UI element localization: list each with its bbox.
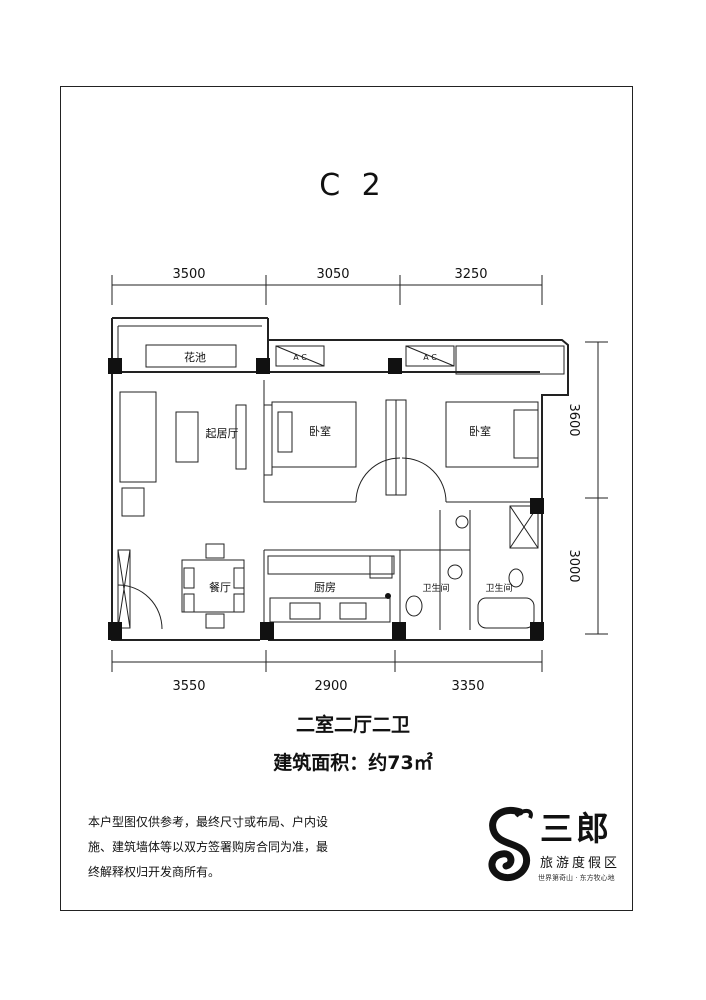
coffee-table	[175, 411, 199, 463]
room-label-dining: 餐厅	[209, 580, 231, 594]
planter-box	[145, 344, 237, 368]
structural-columns	[108, 358, 544, 640]
bed-1	[271, 401, 357, 468]
dim-top-1: 3500	[172, 267, 205, 282]
dim-top-2: 3050	[316, 267, 349, 282]
room-label-bedroom-2: 卧室	[469, 424, 491, 438]
plan-code-title: C 2	[319, 168, 387, 203]
bed-2	[445, 401, 539, 468]
wall-west	[111, 318, 260, 641]
dim-top-3: 3250	[454, 267, 487, 282]
resort-logo: 三郎 旅游度假区 世界第奇山 · 东方牧心地	[480, 800, 630, 890]
room-label-bedroom-1: 卧室	[309, 424, 331, 438]
dim-right-1: 3600	[566, 403, 581, 436]
dim-bottom-1: 3550	[172, 679, 205, 694]
layout-type: 二室二厅二卫	[295, 714, 410, 736]
sofa	[119, 391, 157, 483]
door-arc-1	[355, 457, 401, 503]
ac-box-2	[405, 345, 455, 367]
ac-label-1: A C	[293, 353, 307, 362]
wall-east	[268, 339, 569, 641]
logo-brand: 三郎	[540, 809, 612, 848]
logo-slogan: 世界第奇山 · 东方牧心地	[538, 874, 615, 882]
dim-right-2: 3000	[566, 549, 581, 582]
ac-label-2: A C	[423, 353, 437, 362]
logo-tagline: 旅游度假区	[540, 856, 621, 871]
logo-mark-icon	[488, 807, 533, 881]
bathtub	[477, 597, 535, 629]
page-frame	[60, 86, 633, 911]
building-area: 建筑面积：约73㎡	[273, 752, 433, 774]
ac-box-1	[275, 345, 325, 367]
disclaimer-text: 本户型图仅供参考，最终尺寸或布局、户内设施、建筑墙体等以双方签署购房合同为准，最…	[88, 815, 329, 879]
room-label-kitchen: 厨房	[314, 581, 336, 594]
room-label-bath-2: 卫生间	[485, 582, 512, 594]
dim-bottom-3: 3350	[451, 679, 484, 694]
room-label-planter: 花池	[184, 351, 206, 364]
room-label-bath-1: 卫生间	[422, 582, 449, 594]
dim-bottom-2: 2900	[314, 679, 347, 694]
room-label-living: 起居厅	[206, 427, 239, 440]
